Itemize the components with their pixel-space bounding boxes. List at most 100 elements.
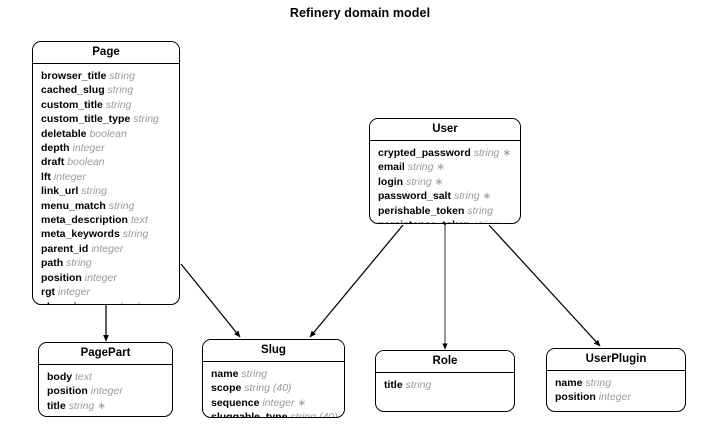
- attribute-name: path: [41, 257, 64, 270]
- attribute-type: text: [75, 371, 92, 383]
- attribute-row: name string: [547, 376, 685, 390]
- attribute-type: text: [130, 214, 148, 227]
- attribute-name: name: [211, 368, 239, 380]
- attribute-name: show_in_menu: [41, 301, 117, 305]
- attribute-type: string: [81, 185, 107, 198]
- attribute-row: position integer: [33, 271, 179, 285]
- attribute-row: sluggable_type string (40): [203, 410, 344, 418]
- connector-user-userplugin: [488, 224, 601, 347]
- attribute-type: boolean: [67, 156, 105, 169]
- attribute-required-marker: ∗: [94, 399, 106, 412]
- connector-page-slug: [180, 263, 241, 338]
- attribute-name: depth: [41, 142, 70, 155]
- attribute-required-marker: ∗: [433, 161, 446, 174]
- attribute-type: string: [467, 204, 493, 217]
- entity-attributes-user: crypted_password string ∗email string ∗l…: [370, 141, 520, 223]
- attribute-type: string: [107, 84, 134, 97]
- attribute-type: string: [406, 175, 432, 188]
- attribute-name: lft: [41, 170, 51, 183]
- attribute-name: body: [47, 371, 73, 383]
- attribute-row: browser_title string: [33, 69, 179, 83]
- connector-user-slug: [309, 224, 404, 338]
- attribute-type: string: [133, 113, 159, 126]
- attribute-name: crypted_password: [378, 147, 471, 159]
- attribute-row: position integer: [547, 390, 685, 404]
- attribute-type: string: [405, 379, 432, 391]
- attribute-name: sequence: [211, 396, 260, 409]
- attribute-row: rgt integer: [33, 285, 179, 299]
- attribute-type: boolean: [120, 301, 157, 305]
- entity-attributes-role: title string: [376, 373, 514, 398]
- attribute-row: title string ∗: [39, 399, 172, 413]
- entity-title-userplugin: UserPlugin: [547, 349, 685, 371]
- attribute-name: menu_match: [41, 199, 106, 212]
- attribute-row: deletable boolean: [33, 127, 179, 141]
- attribute-name: parent_id: [41, 242, 89, 255]
- attribute-row: title string: [376, 378, 514, 392]
- attribute-required-marker: ∗: [294, 396, 307, 409]
- attribute-row: crypted_password string ∗: [370, 146, 520, 160]
- attribute-type: integer: [91, 242, 124, 255]
- attribute-name: persistence_token: [378, 219, 470, 223]
- attribute-name: link_url: [41, 185, 79, 198]
- attribute-type: boolean: [89, 127, 127, 140]
- attribute-row: login string ∗: [370, 175, 520, 189]
- attribute-type: string: [473, 219, 499, 223]
- attribute-type: integer: [262, 396, 295, 409]
- attribute-name: position: [555, 391, 596, 404]
- attribute-row: draft boolean: [33, 155, 179, 169]
- attribute-type: integer: [57, 286, 91, 299]
- attribute-row: meta_description text: [33, 213, 179, 227]
- attribute-type: string: [585, 377, 612, 389]
- diagram-title: Refinery domain model: [289, 6, 431, 20]
- attribute-row: persistence_token string: [370, 218, 520, 223]
- entity-title-slug: Slug: [203, 340, 344, 362]
- attribute-row: position integer: [39, 384, 172, 398]
- attribute-row: custom_title string: [33, 98, 179, 112]
- attribute-name: email: [378, 161, 405, 174]
- attribute-row: parent_id integer: [33, 242, 179, 256]
- attribute-name: scope: [211, 382, 242, 395]
- attribute-name: cached_slug: [41, 84, 105, 97]
- attribute-row: menu_match string: [33, 199, 179, 213]
- attribute-required-marker: ∗: [479, 190, 492, 203]
- attribute-name: browser_title: [41, 70, 107, 82]
- attribute-row: path string: [33, 256, 179, 270]
- attribute-name: custom_title: [41, 98, 103, 111]
- entity-role[interactable]: Role title string: [375, 350, 515, 412]
- attribute-row: link_url string: [33, 184, 179, 198]
- attribute-type: integer: [90, 385, 123, 398]
- attribute-type: string: [407, 161, 434, 174]
- entity-title-role: Role: [376, 351, 514, 373]
- attribute-name: sluggable_type: [211, 411, 288, 418]
- attribute-type: string: [105, 98, 132, 111]
- attribute-type: string: [66, 257, 92, 270]
- attribute-row: body text: [39, 370, 172, 384]
- attribute-type: string: [122, 228, 149, 241]
- attribute-type: string: [68, 399, 95, 412]
- attribute-row: show_in_menu boolean: [33, 300, 179, 305]
- attribute-name: title: [384, 379, 403, 391]
- attribute-name: password_salt: [378, 190, 451, 203]
- attribute-row: password_salt string ∗: [370, 189, 520, 203]
- attribute-name: meta_description: [41, 214, 128, 227]
- attribute-type: integer: [598, 391, 631, 404]
- attribute-name: login: [378, 175, 404, 188]
- attribute-type: string (40): [290, 411, 338, 418]
- attribute-name: deletable: [41, 127, 87, 140]
- attribute-type: string: [108, 199, 135, 212]
- attribute-type: integer: [53, 170, 86, 183]
- entity-title-pagepart: PagePart: [39, 343, 172, 365]
- attribute-name: custom_title_type: [41, 113, 131, 126]
- attribute-name: name: [555, 377, 583, 389]
